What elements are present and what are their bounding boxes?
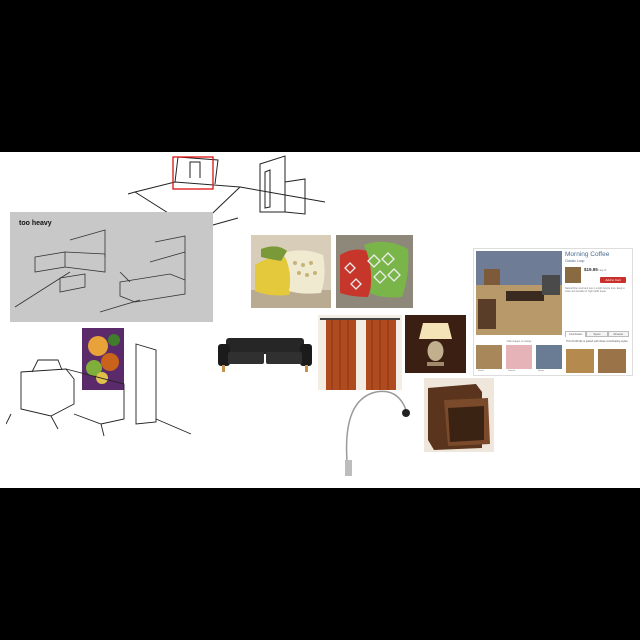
product-price-unit: / sq. ft.: [598, 268, 608, 272]
coordinates-note: This FLOR tile is paired with these coor…: [566, 340, 628, 343]
table-lamp-photo: [405, 315, 466, 373]
tab-specs[interactable]: Specs: [586, 331, 608, 337]
product-page-screenshot: Morning Coffee Classic Loop $19.95 / sq.…: [473, 248, 633, 376]
mood-board: too heavy: [0, 152, 640, 488]
sofa-with-art-sketch: [6, 324, 214, 442]
product-subtitle: Classic Loop: [565, 259, 585, 263]
tab-coordinates[interactable]: Coordinates: [565, 331, 587, 337]
thumb-label-swatch: Swatch: [508, 370, 516, 372]
black-sofa-photo: [216, 332, 314, 376]
tab-reviews[interactable]: Reviews: [607, 331, 629, 337]
product-tabs: Coordinates Specs Reviews: [565, 331, 629, 337]
product-price: $19.95: [584, 267, 598, 272]
product-description: Natural fiber wool and jute in a tight b…: [565, 287, 625, 293]
thumb-label-room: Room: [538, 370, 544, 372]
arc-floor-lamp-photo: [336, 380, 418, 480]
product-title: Morning Coffee: [565, 251, 610, 258]
add-to-cart-button[interactable]: Add to Cart: [600, 277, 626, 283]
thumb-label-detail: Detail: [478, 370, 484, 372]
nesting-tables-photo: [424, 378, 494, 452]
yellow-pillows-photo: [251, 235, 331, 308]
sketch-note: too heavy: [19, 220, 52, 227]
orange-curtains-photo: [318, 315, 402, 390]
lattice-pillows-photo: [336, 235, 413, 308]
gallery-caption: Click images to enlarge: [506, 340, 532, 343]
sectional-sketch-gray: too heavy: [10, 212, 213, 322]
